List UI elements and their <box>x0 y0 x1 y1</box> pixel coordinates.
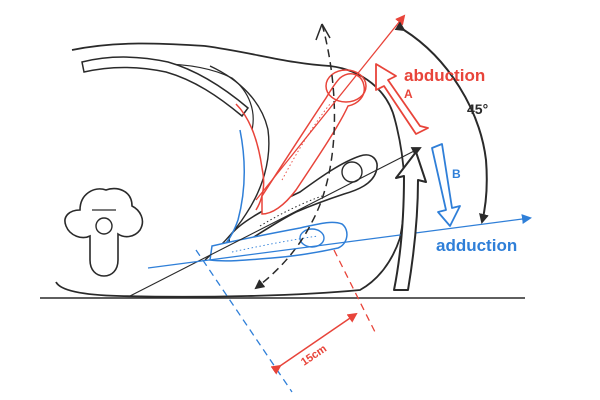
arrow-b-label: B <box>452 167 461 181</box>
neutral-axis-line <box>129 147 422 297</box>
angle-label: 45° <box>467 101 488 117</box>
abduction-axis-line <box>255 14 406 201</box>
distance-label: 15cm <box>299 343 329 369</box>
distance-measure-line <box>270 312 358 375</box>
projection-line-red <box>333 249 377 335</box>
rotation-block-arrow-black <box>393 151 427 291</box>
arrow-a-red <box>375 63 429 135</box>
scapula-neutral <box>228 154 378 247</box>
adduction-axis-line <box>147 214 532 269</box>
adduction-label: adduction <box>436 236 517 255</box>
arrow-b-blue <box>431 143 461 227</box>
rotation-arc-dashed <box>254 23 336 290</box>
arrow-a-label: A <box>404 87 413 101</box>
projection-line-blue <box>195 249 293 393</box>
vertebra <box>64 187 144 277</box>
clavicle <box>81 56 250 118</box>
thorax-inner-outline <box>204 65 270 261</box>
angle-45-arc <box>394 21 489 224</box>
abduction-label: abduction <box>404 66 485 85</box>
